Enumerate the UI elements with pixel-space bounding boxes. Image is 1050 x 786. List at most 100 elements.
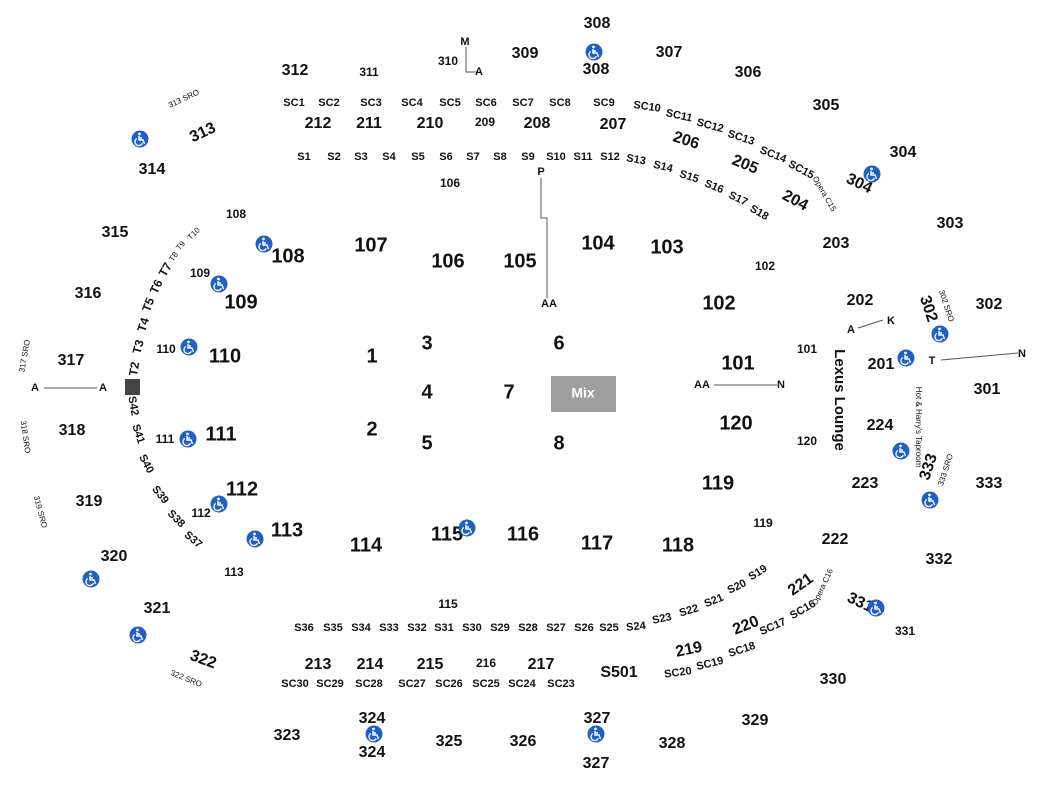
suite-s31[interactable]: S31 (434, 622, 454, 634)
suite-s42[interactable]: S42 (125, 395, 140, 416)
section-220[interactable]: 220 (730, 613, 761, 639)
section-102[interactable]: 102 (755, 259, 775, 273)
suite-sc9[interactable]: SC9 (593, 97, 614, 109)
section-215[interactable]: 215 (417, 656, 444, 673)
suite-s35[interactable]: S35 (323, 622, 343, 634)
lexus-lounge-label[interactable]: Lexus Lounge (831, 349, 848, 451)
suite-s11[interactable]: S11 (574, 151, 593, 163)
suite-s12[interactable]: S12 (600, 151, 620, 163)
suite-s16[interactable]: S16 (703, 178, 726, 196)
suite-s19[interactable]: S19 (746, 563, 769, 584)
suite-s7[interactable]: S7 (466, 151, 479, 163)
suite-sc20[interactable]: SC20 (664, 665, 693, 681)
suite-sc11[interactable]: SC11 (665, 107, 694, 124)
suite-sc2[interactable]: SC2 (318, 97, 339, 109)
section-327[interactable]: 327 (583, 755, 610, 772)
section-325[interactable]: 325 (436, 733, 463, 750)
suite-s17[interactable]: S17 (727, 189, 750, 208)
suite-t8[interactable]: T8 (167, 250, 180, 263)
suite-s4[interactable]: S4 (382, 151, 396, 163)
section-203[interactable]: 203 (823, 235, 850, 252)
suite-s14[interactable]: S14 (652, 159, 675, 176)
suite-s34[interactable]: S34 (351, 622, 371, 634)
suite-s2[interactable]: S2 (327, 151, 340, 163)
suite-sc15[interactable]: SC15 (786, 158, 816, 182)
section-108[interactable]: 108 (271, 245, 304, 267)
section-304[interactable]: 304 (890, 144, 917, 161)
floor-section-8[interactable]: 8 (553, 432, 564, 454)
suite-s37[interactable]: S37 (182, 529, 205, 551)
section-328[interactable]: 328 (659, 735, 686, 752)
section-316[interactable]: 316 (75, 285, 102, 302)
section-309[interactable]: 309 (512, 45, 539, 62)
section-111[interactable]: 111 (205, 423, 236, 445)
suite-s28[interactable]: S28 (518, 622, 538, 634)
suite-sc25[interactable]: SC25 (472, 678, 500, 690)
suite-sc24[interactable]: SC24 (508, 678, 536, 690)
section-202[interactable]: 202 (847, 292, 874, 309)
suite-s501[interactable]: S501 (600, 664, 637, 681)
section-322[interactable]: 322 (188, 647, 219, 672)
section-221[interactable]: 221 (785, 570, 817, 599)
sro-318-sro[interactable]: 318 SRO (19, 420, 32, 454)
suite-sc7[interactable]: SC7 (512, 97, 533, 109)
section-224[interactable]: 224 (867, 417, 894, 434)
suite-s33[interactable]: S33 (379, 622, 399, 634)
suite-sc26[interactable]: SC26 (435, 678, 463, 690)
section-106[interactable]: 106 (431, 250, 464, 272)
section-115[interactable]: 115 (438, 597, 458, 611)
suite-s27[interactable]: S27 (546, 622, 566, 634)
section-305[interactable]: 305 (813, 97, 840, 114)
section-105[interactable]: 105 (503, 250, 536, 272)
suite-t9[interactable]: T9 (174, 239, 187, 252)
section-333[interactable]: 333 (976, 475, 1003, 492)
section-109[interactable]: 109 (190, 266, 210, 280)
section-211[interactable]: 211 (356, 115, 382, 132)
section-208[interactable]: 208 (524, 115, 551, 132)
section-112[interactable]: 112 (191, 506, 211, 520)
suite-s8[interactable]: S8 (493, 151, 506, 163)
suite-s26[interactable]: S26 (574, 622, 594, 634)
section-321[interactable]: 321 (144, 600, 171, 617)
section-320[interactable]: 320 (101, 548, 128, 565)
section-323[interactable]: 323 (274, 727, 301, 744)
floor-section-6[interactable]: 6 (553, 332, 564, 354)
section-308[interactable]: 308 (583, 61, 610, 78)
suite-sc3[interactable]: SC3 (360, 97, 381, 109)
floor-section-3[interactable]: 3 (421, 332, 432, 354)
section-104[interactable]: 104 (581, 232, 615, 254)
section-311[interactable]: 311 (359, 65, 379, 79)
section-101[interactable]: 101 (721, 352, 754, 374)
section-206[interactable]: 206 (671, 129, 702, 153)
section-219[interactable]: 219 (674, 639, 704, 661)
section-307[interactable]: 307 (656, 44, 683, 61)
suite-sc10[interactable]: SC10 (633, 99, 662, 115)
section-111[interactable]: 111 (156, 432, 175, 446)
section-120[interactable]: 120 (719, 412, 752, 434)
section-108[interactable]: 108 (226, 207, 246, 221)
section-301[interactable]: 301 (974, 381, 1001, 398)
suite-sc12[interactable]: SC12 (695, 117, 725, 136)
section-120[interactable]: 120 (797, 434, 817, 448)
section-223[interactable]: 223 (852, 475, 879, 492)
section-313[interactable]: 313 (187, 119, 218, 146)
section-118[interactable]: 118 (662, 534, 694, 556)
suite-t4[interactable]: T4 (134, 316, 152, 334)
suite-s30[interactable]: S30 (462, 622, 482, 634)
section-113[interactable]: 113 (271, 519, 303, 541)
section-103[interactable]: 103 (650, 236, 683, 258)
section-303[interactable]: 303 (937, 215, 964, 232)
suite-s15[interactable]: S15 (678, 168, 700, 185)
floor-section-7[interactable]: 7 (503, 381, 514, 403)
section-107[interactable]: 107 (354, 234, 387, 256)
suite-s23[interactable]: S23 (651, 611, 673, 627)
section-326[interactable]: 326 (510, 733, 537, 750)
section-209[interactable]: 209 (475, 115, 495, 129)
section-217[interactable]: 217 (528, 656, 555, 673)
suite-s40[interactable]: S40 (136, 452, 156, 475)
section-207[interactable]: 207 (600, 116, 627, 133)
suite-sc23[interactable]: SC23 (547, 678, 575, 690)
suite-s39[interactable]: S39 (149, 484, 171, 507)
suite-s5[interactable]: S5 (411, 151, 424, 163)
suite-sc28[interactable]: SC28 (355, 678, 383, 690)
